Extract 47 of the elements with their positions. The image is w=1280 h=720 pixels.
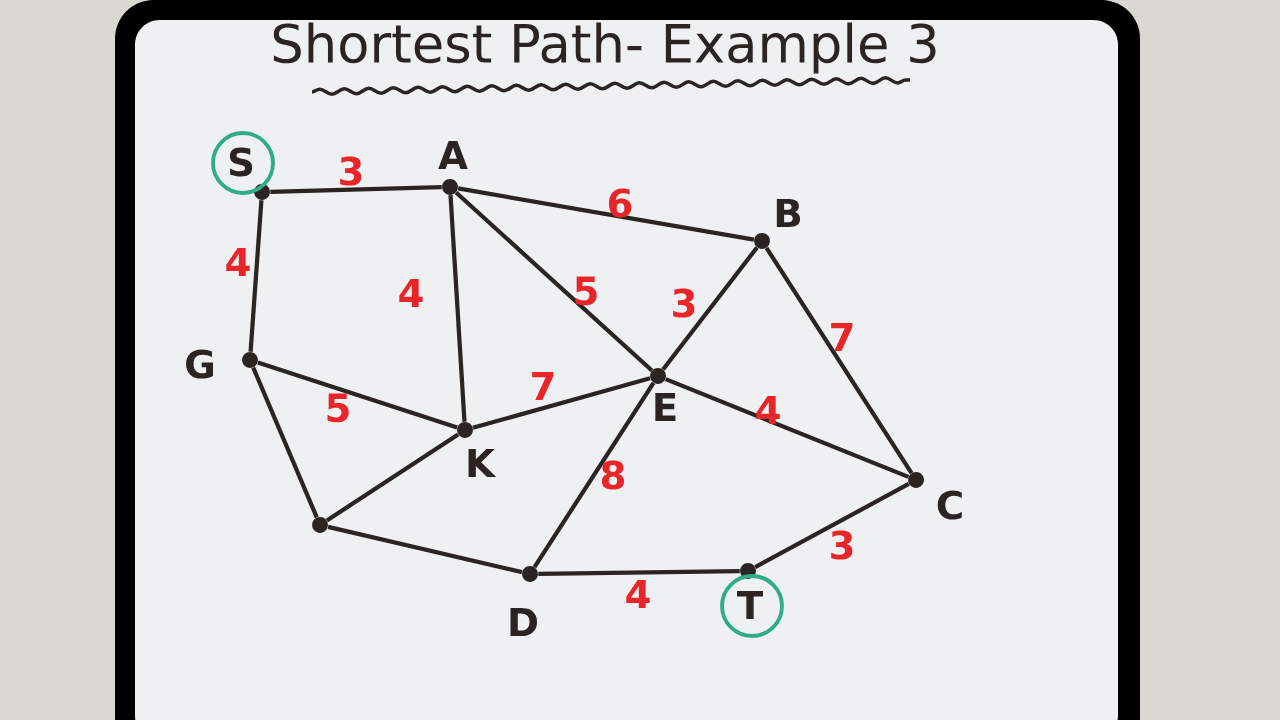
edge [448, 195, 467, 422]
edge-label: 3 [831, 530, 853, 560]
edge [327, 524, 523, 575]
node-label: B [776, 198, 801, 228]
vertex: S [211, 131, 275, 200]
edge [472, 376, 651, 430]
edge [754, 482, 910, 569]
edge [661, 246, 759, 371]
edge-label: 4 [226, 247, 250, 277]
edge-label: 5 [327, 393, 349, 423]
edge-label: 4 [626, 579, 650, 609]
edge-label: 7 [831, 322, 853, 352]
vertex: D [510, 566, 538, 637]
edge [457, 186, 755, 242]
edge-label: 6 [608, 188, 632, 218]
edge [325, 432, 460, 523]
vertex: B [754, 198, 801, 249]
vertex: C [908, 472, 962, 520]
edge [257, 360, 458, 430]
edge [248, 200, 264, 352]
node-label: K [468, 448, 497, 478]
title: Shortest Path- Example 3 [273, 22, 936, 74]
edge-label: 4 [399, 278, 423, 308]
vertex: K [457, 422, 497, 478]
vertex: T [720, 563, 784, 638]
edge [664, 377, 910, 479]
edge-label: 5 [575, 276, 597, 306]
node-label: E [655, 392, 676, 422]
vertex-dot [312, 517, 328, 533]
edge [764, 246, 914, 475]
edge-label: 8 [601, 460, 625, 490]
vertex: G [186, 349, 258, 379]
edge-label: 3 [340, 156, 362, 186]
node-label: A [438, 140, 468, 170]
edge-label: 4 [756, 395, 780, 425]
node-label: D [510, 607, 538, 637]
node-label: C [937, 490, 962, 520]
node-label: G [186, 349, 214, 379]
vertex: E [650, 368, 676, 422]
edge [270, 185, 442, 194]
edge [538, 569, 740, 576]
edge [251, 366, 319, 519]
vertex: A [438, 140, 468, 195]
edge-label: 7 [532, 371, 554, 401]
edge [532, 381, 656, 569]
edge-label: 3 [673, 288, 695, 318]
edge [454, 191, 654, 372]
